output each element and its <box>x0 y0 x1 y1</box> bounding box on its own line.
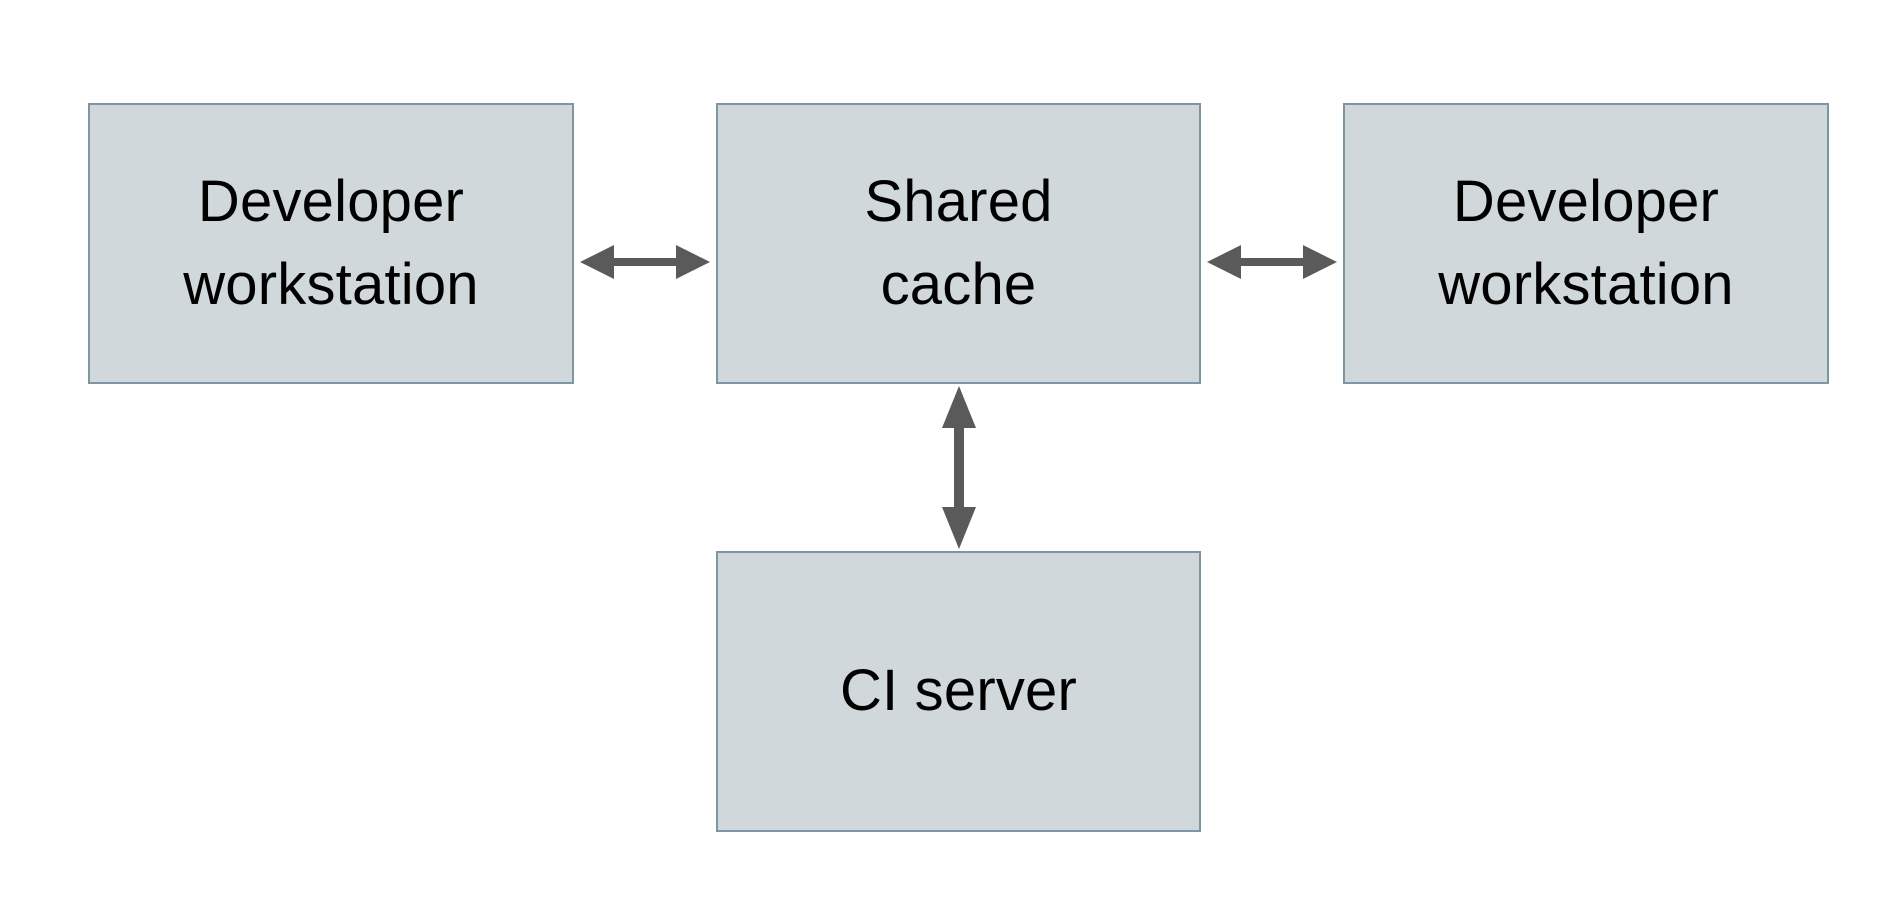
node-label: CI server <box>839 658 1078 724</box>
node-label: Developer workstation <box>183 169 479 317</box>
node-shared-cache[interactable]: Shared cache <box>716 103 1201 384</box>
node-label: Developer workstation <box>1438 169 1734 317</box>
double-arrow-horizontal-icon <box>580 244 710 279</box>
node-label: Shared cache <box>864 169 1053 317</box>
double-arrow-vertical-icon <box>941 386 976 549</box>
edge-dev-left-to-shared-cache[interactable] <box>574 232 716 292</box>
node-developer-workstation-left[interactable]: Developer workstation <box>88 103 574 384</box>
node-developer-workstation-right[interactable]: Developer workstation <box>1343 103 1829 384</box>
node-ci-server[interactable]: CI server <box>716 551 1201 832</box>
edge-shared-cache-to-ci-server[interactable] <box>929 384 989 551</box>
edge-shared-cache-to-dev-right[interactable] <box>1201 232 1343 292</box>
double-arrow-horizontal-icon <box>1207 244 1337 279</box>
